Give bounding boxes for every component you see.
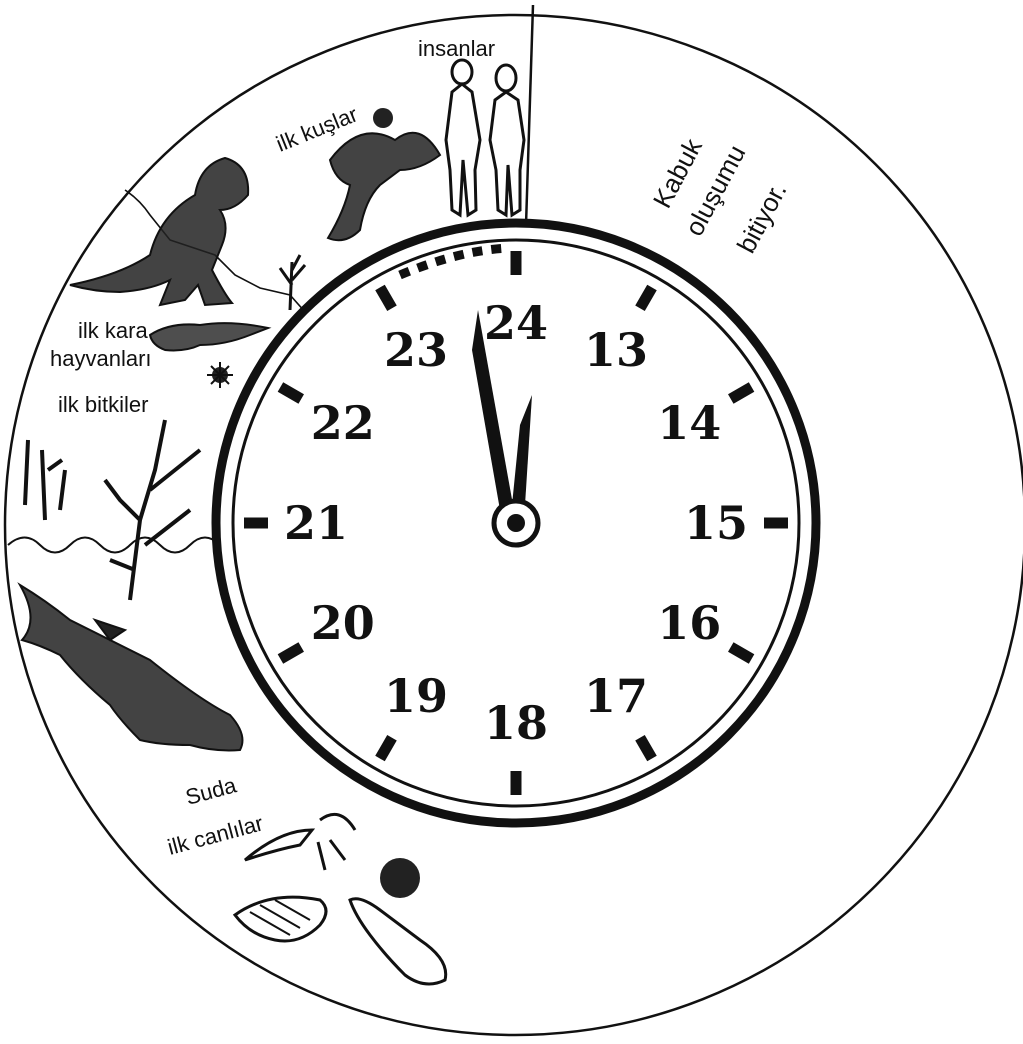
label-ilk-kara-2: hayvanları xyxy=(50,346,152,371)
hour-label-14: 14 xyxy=(657,396,721,450)
hour-label-18: 18 xyxy=(484,696,548,750)
hour-label-20: 20 xyxy=(311,596,375,650)
hour-label-15: 15 xyxy=(684,496,748,550)
hour-label-17: 17 xyxy=(584,669,648,723)
hour-label-21: 21 xyxy=(284,496,348,550)
hour-label-24: 24 xyxy=(484,296,548,350)
label-ilk-kara-1: ilk kara xyxy=(78,318,148,343)
label-ilk-bitkiler: ilk bitkiler xyxy=(58,392,148,417)
hour-label-13: 13 xyxy=(584,323,648,377)
hour-label-16: 16 xyxy=(657,596,721,650)
hour-label-22: 22 xyxy=(311,396,375,450)
label-insanlar: insanlar xyxy=(418,36,495,61)
hour-label-23: 23 xyxy=(384,323,448,377)
hour-label-19: 19 xyxy=(384,669,448,723)
